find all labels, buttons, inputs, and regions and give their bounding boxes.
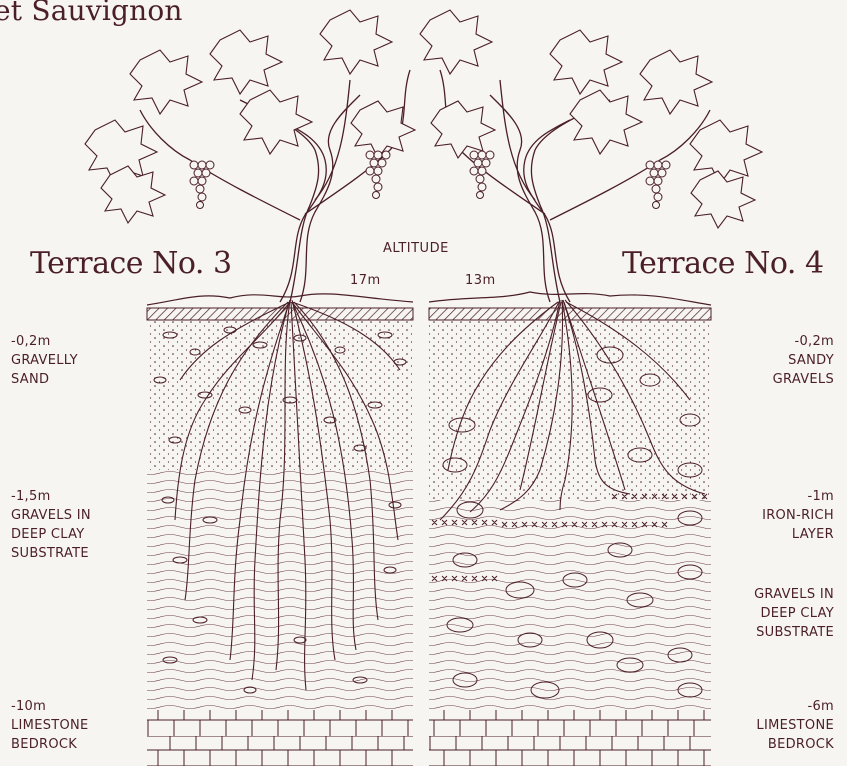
layer-line: GRAVELLY (11, 351, 78, 370)
layer-line: LIMESTONE (11, 716, 89, 735)
terrace-3-layer-3: -10m LIMESTONE BEDROCK (11, 697, 89, 754)
layer-line: GRAVELS IN (11, 506, 91, 525)
layer-line: SANDY (773, 351, 834, 370)
layer-line: DEEP CLAY (11, 525, 91, 544)
layer-line: SUBSTRATE (11, 544, 91, 563)
layer-depth: -1m (762, 487, 834, 506)
layer-line: SUBSTRATE (754, 623, 834, 642)
terrace-3-layer-2: -1,5m GRAVELS IN DEEP CLAY SUBSTRATE (11, 487, 91, 563)
layer-line: GRAVELS (773, 370, 834, 389)
terrace-4-layer-1: -0,2m SANDY GRAVELS (773, 332, 834, 389)
layer-line: DEEP CLAY (754, 604, 834, 623)
layer-line: LIMESTONE (756, 716, 834, 735)
grape-clusters (190, 151, 670, 209)
layer-depth: -0,2m (11, 332, 78, 351)
terrace-3-title: Terrace No. 3 (30, 246, 232, 281)
right-soil-profile (429, 308, 711, 766)
layer-line: BEDROCK (756, 735, 834, 754)
layer-line: GRAVELS IN (754, 585, 834, 604)
layer-line: LAYER (762, 525, 834, 544)
layer-line: SAND (11, 370, 78, 389)
ground-surface (147, 292, 711, 305)
altitude-label: ALTITUDE (383, 241, 449, 256)
layer-line: IRON-RICH (762, 506, 834, 525)
terrace-4-layer-4: -6m LIMESTONE BEDROCK (756, 697, 834, 754)
layer-line: BEDROCK (11, 735, 89, 754)
altitude-left-value: 17m (350, 273, 381, 288)
terrace-4-title: Terrace No. 4 (622, 246, 824, 281)
layer-depth: -6m (756, 697, 834, 716)
terrace-3-layer-1: -0,2m GRAVELLY SAND (11, 332, 78, 389)
terrace-4-layer-2: -1m IRON-RICH LAYER (762, 487, 834, 544)
altitude-right-value: 13m (465, 273, 496, 288)
layer-depth: -0,2m (773, 332, 834, 351)
terrace-4-layer-3: GRAVELS IN DEEP CLAY SUBSTRATE (754, 585, 834, 642)
layer-depth: -10m (11, 697, 89, 716)
layer-depth: -1,5m (11, 487, 91, 506)
